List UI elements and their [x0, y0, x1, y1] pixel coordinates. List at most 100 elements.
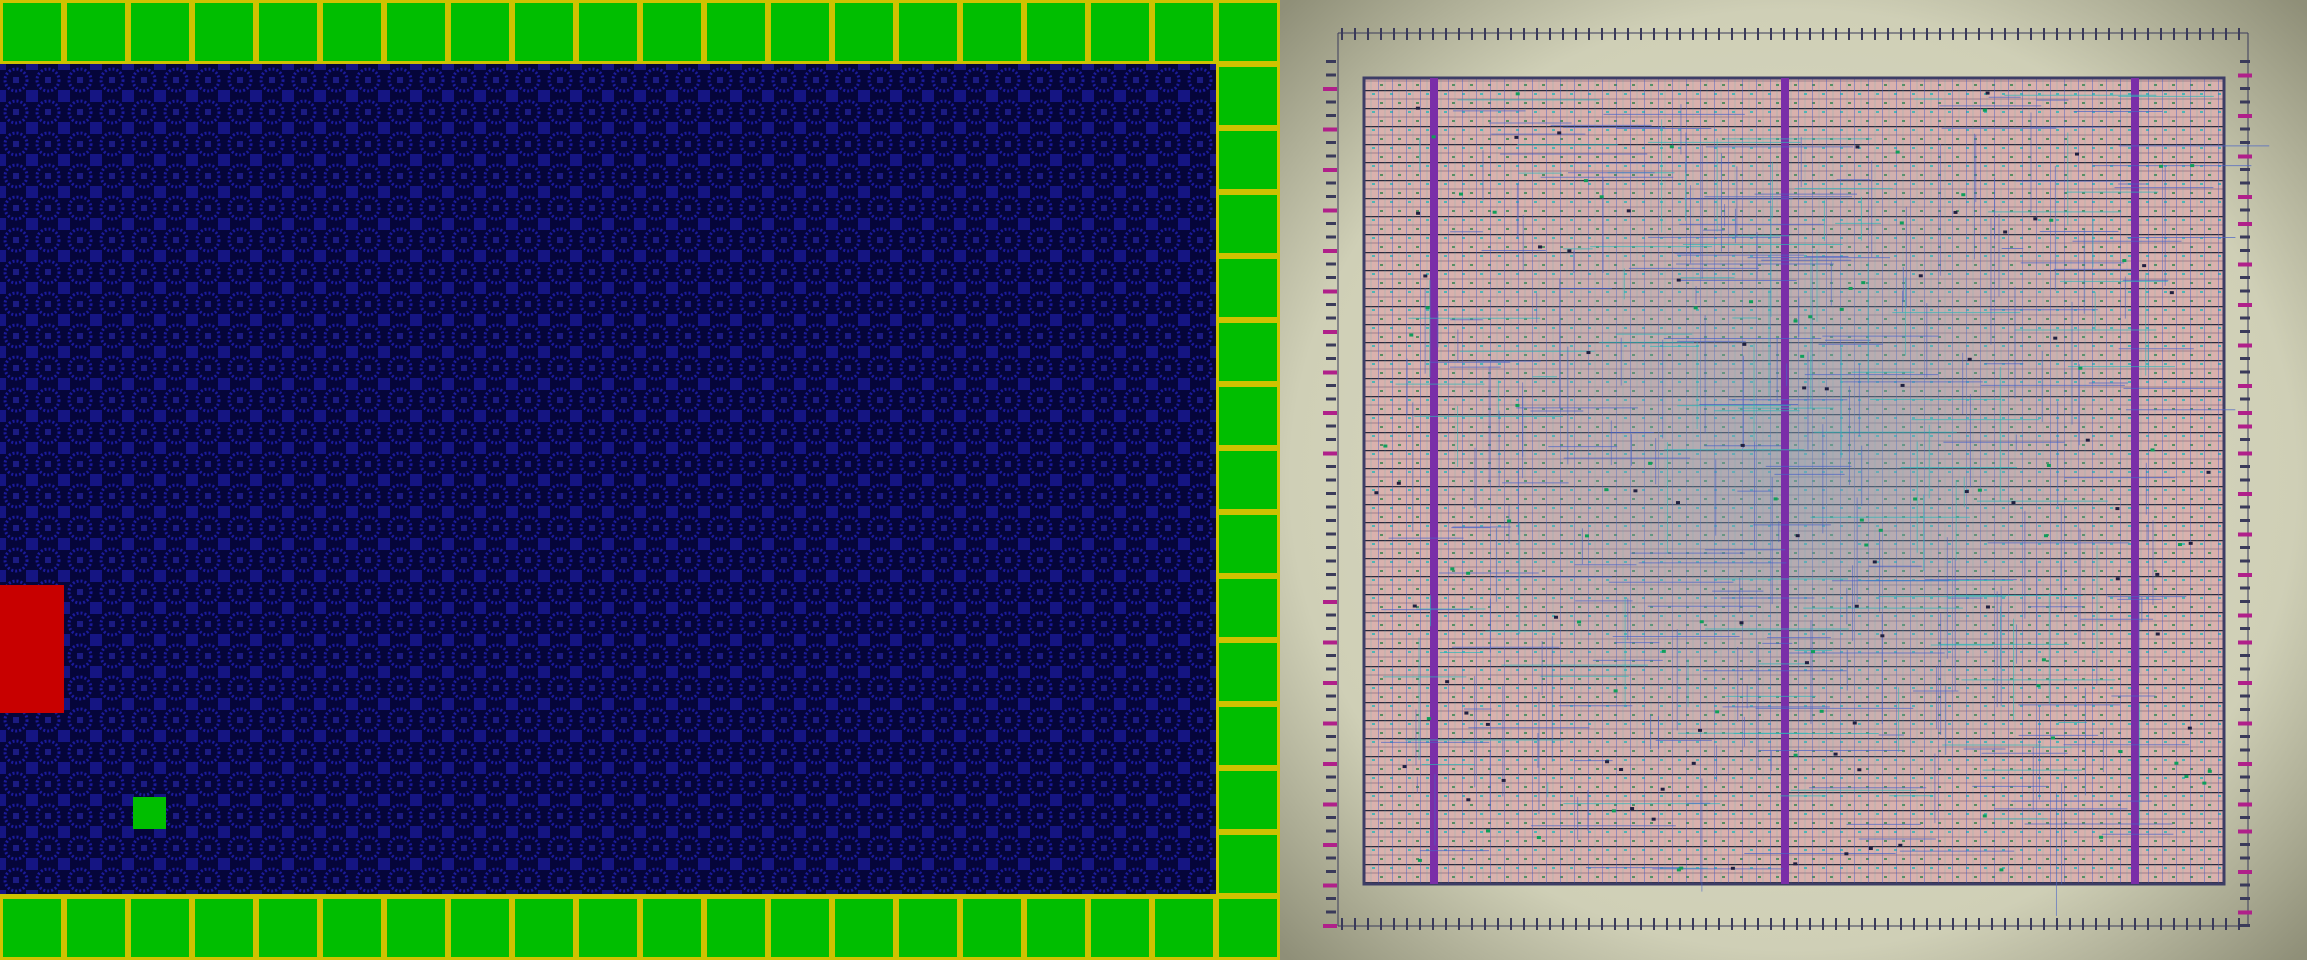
pin-dark [2240, 397, 2250, 401]
border-tile-bottom [67, 899, 125, 957]
via [1793, 862, 1798, 866]
pin-dark [1326, 748, 1336, 752]
border-tile-bottom [515, 899, 573, 957]
via [2033, 217, 2038, 221]
power-rail [1781, 78, 1789, 884]
via [2003, 230, 2008, 234]
via [1604, 488, 1609, 492]
via [2169, 291, 2174, 295]
border-tile-top [67, 3, 125, 61]
pin-dark [2240, 330, 2250, 333]
via [1485, 722, 1490, 726]
via [1586, 351, 1591, 355]
pin-magenta [2238, 195, 2252, 199]
pin-magenta [1323, 721, 1337, 726]
border-tile-top [1155, 3, 1213, 61]
pin-dark [1326, 910, 1336, 914]
pin-dark [2240, 370, 2250, 374]
pin-dark [1326, 519, 1336, 522]
pin-dark [2240, 586, 2250, 590]
pin-magenta [1323, 681, 1337, 685]
via [1698, 728, 1703, 732]
pin-magenta [2238, 681, 2252, 685]
via [2155, 632, 2160, 636]
pin-dark [1326, 343, 1336, 347]
via [1848, 286, 1853, 290]
pin-dark [1326, 694, 1336, 698]
snake-game-board [0, 0, 1280, 960]
via [1868, 847, 1873, 851]
pin-dark [2240, 438, 2250, 441]
via [1567, 249, 1572, 253]
via [1464, 711, 1469, 715]
via [1557, 131, 1562, 135]
via [1417, 858, 1422, 862]
pin-dark [1326, 559, 1336, 563]
via [2207, 769, 2212, 773]
border-tile-top [771, 3, 829, 61]
via [1626, 209, 1631, 213]
via [1800, 354, 1805, 358]
pin-magenta [1323, 924, 1337, 928]
border-tile-bottom [323, 899, 381, 957]
via [1450, 567, 1455, 571]
via [1839, 307, 1844, 311]
via [1844, 852, 1849, 856]
border-tile-right [1219, 451, 1277, 509]
pin-dark [2240, 627, 2250, 630]
via [1900, 383, 1905, 387]
pin-dark [2240, 816, 2250, 819]
pin-magenta [2238, 262, 2252, 267]
border-tile-right [1219, 579, 1277, 637]
via [1878, 528, 1883, 532]
via [2122, 259, 2127, 263]
border-tile-top [1027, 3, 1085, 61]
via [1458, 192, 1463, 196]
via [1619, 767, 1624, 771]
pin-dark [1326, 73, 1336, 77]
via [1396, 481, 1401, 485]
pin-dark [1326, 235, 1336, 239]
pin-dark [1326, 181, 1336, 185]
pin-dark [1326, 816, 1336, 819]
pin-dark [2240, 60, 2250, 63]
via [1964, 490, 1969, 494]
pin-magenta [1323, 802, 1337, 807]
pin-magenta [1323, 289, 1337, 294]
via [2142, 264, 2147, 268]
pin-dark [1326, 654, 1336, 657]
via [1374, 491, 1379, 495]
border-tile-right [1219, 387, 1277, 445]
via [1676, 868, 1681, 872]
pin-dark [2240, 708, 2250, 711]
via [1423, 274, 1428, 278]
pin-dark [1326, 897, 1336, 900]
via [1864, 543, 1869, 547]
pin-dark [2240, 276, 2250, 279]
pin-dark [1326, 586, 1336, 590]
border-tile-bottom [1091, 899, 1149, 957]
border-tile-bottom [259, 899, 317, 957]
via [1793, 753, 1798, 757]
pin-magenta [1323, 87, 1337, 91]
via [1749, 300, 1754, 304]
pin-dark [1326, 262, 1336, 266]
via [1466, 571, 1471, 575]
pin-dark [2240, 924, 2250, 927]
border-tile-bottom [1219, 899, 1277, 957]
pin-dark [2240, 100, 2250, 104]
via [2115, 577, 2120, 581]
pin-magenta [2238, 424, 2252, 429]
chip-layout-canvas [1280, 0, 2307, 960]
via [1507, 519, 1512, 523]
via [1554, 615, 1559, 619]
via [1861, 281, 1866, 285]
via [1583, 179, 1588, 183]
border-tile-top [515, 3, 573, 61]
pin-dark [2240, 478, 2250, 482]
via [2046, 463, 2051, 467]
via [1985, 91, 1990, 95]
border-tile-bottom [451, 899, 509, 957]
pin-dark [1326, 870, 1336, 873]
via [1536, 836, 1541, 840]
